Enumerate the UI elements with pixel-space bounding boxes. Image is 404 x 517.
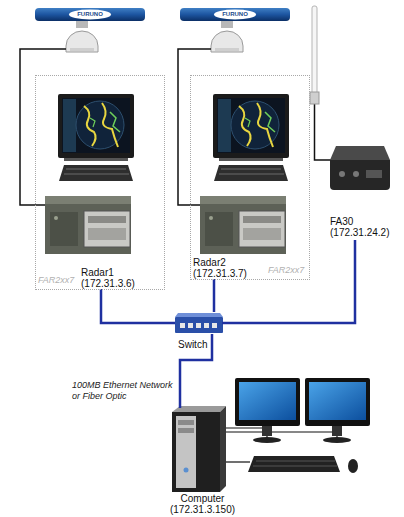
network-switch [212,323,217,328]
device-label: FA30 (172.31.24.2) [330,216,398,238]
antenna-cable [315,104,333,160]
whip-antenna [310,6,319,104]
radar-console [45,94,134,254]
ais-unit [339,171,345,177]
keyboard-mouse [248,456,340,472]
whip-antenna [312,6,317,94]
network-switch [196,323,201,328]
computer-tower [172,412,220,492]
ais-unit [330,146,390,190]
computer-tower [172,406,226,492]
computer-tower [176,416,196,488]
keyboard-mouse [348,459,358,473]
ethernet-link [222,240,355,323]
computer-monitor [309,382,366,420]
computer-monitor [235,378,370,443]
keyboard-mouse [248,456,358,473]
radar-group: FAR2xx7 Radar1 (172.31.3.6) [35,75,165,290]
device-label: Switch [178,339,207,350]
computer: Computer (172.31.3.150) [165,408,240,515]
keyboard-mouse [253,461,337,466]
radar-processor: Radar2 (172.31.3.7) [191,189,301,279]
network-switch [204,323,209,328]
device-label: Computer (172.31.3.150) [165,493,240,515]
radar-console [45,94,289,254]
computer-tower [178,428,194,433]
device-label: Radar1 (172.31.3.6) [81,267,143,289]
network-switch [180,323,185,328]
device-label: Radar2 (172.31.3.7) [193,257,255,279]
whip-antenna [310,92,319,104]
ais-unit [330,160,390,190]
computer-monitor [323,437,351,443]
computer-monitor [262,426,272,436]
ais-unit [353,171,359,177]
computer-monitor [253,437,281,443]
ethernet-link [101,289,175,323]
network-switch [188,323,193,328]
computer-tower [184,468,189,473]
network-switch: Switch [175,312,222,334]
network-switch [175,313,223,317]
computer-monitor [235,378,300,426]
radar-processor: Radar1 (172.31.3.6) [46,189,146,289]
brand-label: FURUNO [69,11,111,18]
network-switch [175,317,223,333]
model-label: FAR2xx7 [38,275,74,286]
ais-unit [366,170,382,178]
computer-monitor [332,426,342,436]
link-label: 100MB Ethernet Network or Fiber Optic [72,380,178,402]
computer-tower [220,406,226,492]
ais-transponder: FA30 (172.31.24.2) [328,140,390,240]
radar-group: FAR2xx7 Radar2 (172.31.3.7) [190,75,310,280]
antenna-cable [178,49,211,205]
brand-label: FURUNO [214,11,256,18]
computer-monitor [305,378,370,426]
computer-monitor [239,382,296,420]
network-switch [175,313,223,333]
radar-antenna [180,8,290,52]
ethernet-link [213,279,216,312]
computer-tower [178,420,194,425]
radar-antenna [35,8,145,52]
model-label: FAR2xx7 [268,265,304,276]
ais-unit [330,146,390,160]
radar-antenna [35,8,290,52]
radar-console [200,94,289,254]
